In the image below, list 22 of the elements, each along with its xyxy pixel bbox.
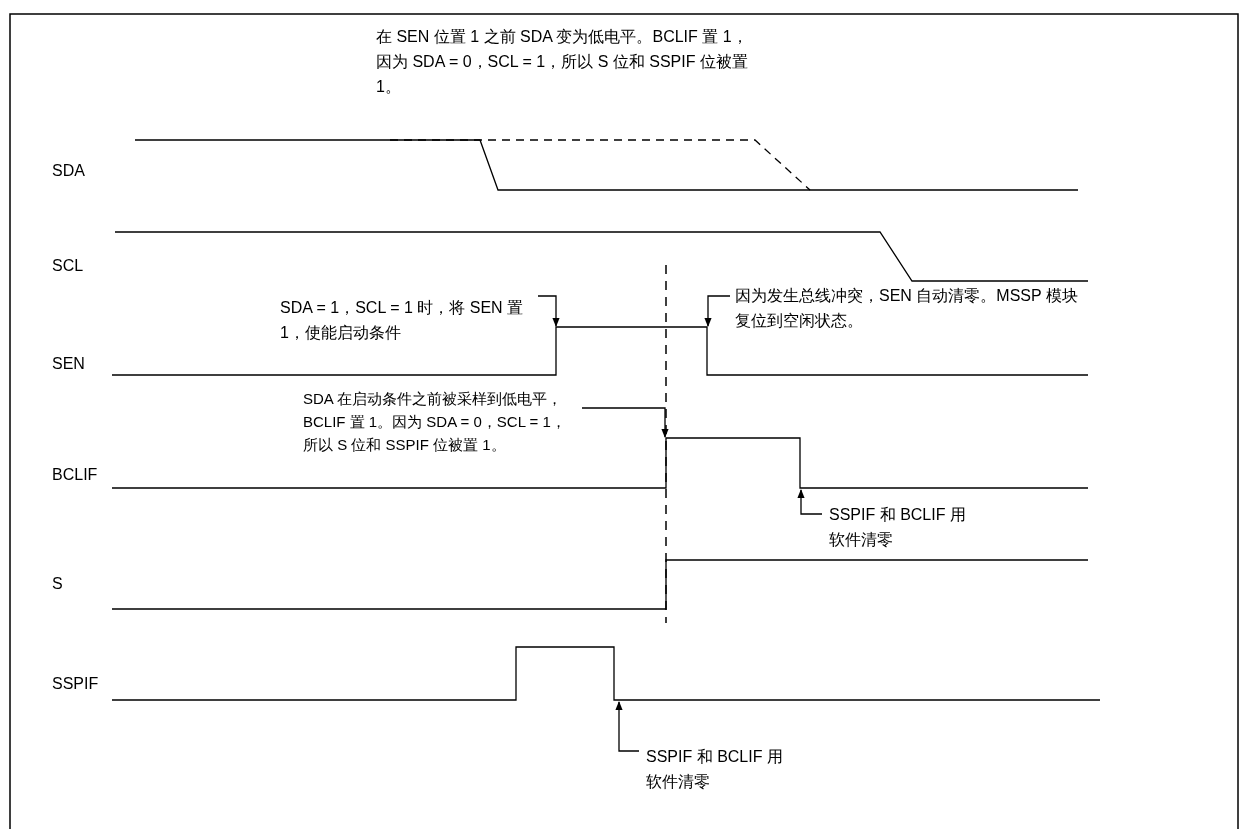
waveform [114, 231, 1089, 282]
signal-name: SDA [52, 161, 85, 181]
signal-name: BCLIF [52, 465, 98, 485]
waveform [111, 646, 1101, 701]
annotation-note: 在 SEN 位置 1 之前 SDA 变为低电平。BCLIF 置 1，因为 SDA = 0，SCL = 1，所以 S 位和 SSPIF 位被置 1。 [376, 27, 749, 97]
leader-line [537, 295, 560, 327]
waveform [111, 437, 1089, 489]
waveform [111, 559, 1089, 610]
leader-line [797, 489, 823, 515]
waveform [134, 139, 1079, 191]
callout-text: 因为发生总线冲突，SEN 自动清零。MSSP 模块复位到空闲状态。 [735, 283, 1085, 333]
callout-text: SSPIF 和 BCLIF 用软件清零 [829, 502, 979, 552]
leader-line [704, 295, 731, 327]
callout-text: SDA = 1，SCL = 1 时，将 SEN 置 1，使能启动条件 [280, 295, 542, 345]
callout-text: SSPIF 和 BCLIF 用软件清零 [646, 744, 796, 794]
signal-name: SEN [52, 354, 85, 374]
signal-name: SCL [52, 256, 84, 276]
leader-line [581, 407, 669, 438]
signal-name: S [52, 574, 63, 594]
leader-line [615, 701, 640, 752]
signal-name: SSPIF [52, 674, 99, 694]
callout-text: SDA 在启动条件之前被采样到低电平，BCLIF 置 1。因为 SDA = 0，SCL = 1，所以 S 位和 SSPIF 位被置 1。 [303, 387, 575, 456]
